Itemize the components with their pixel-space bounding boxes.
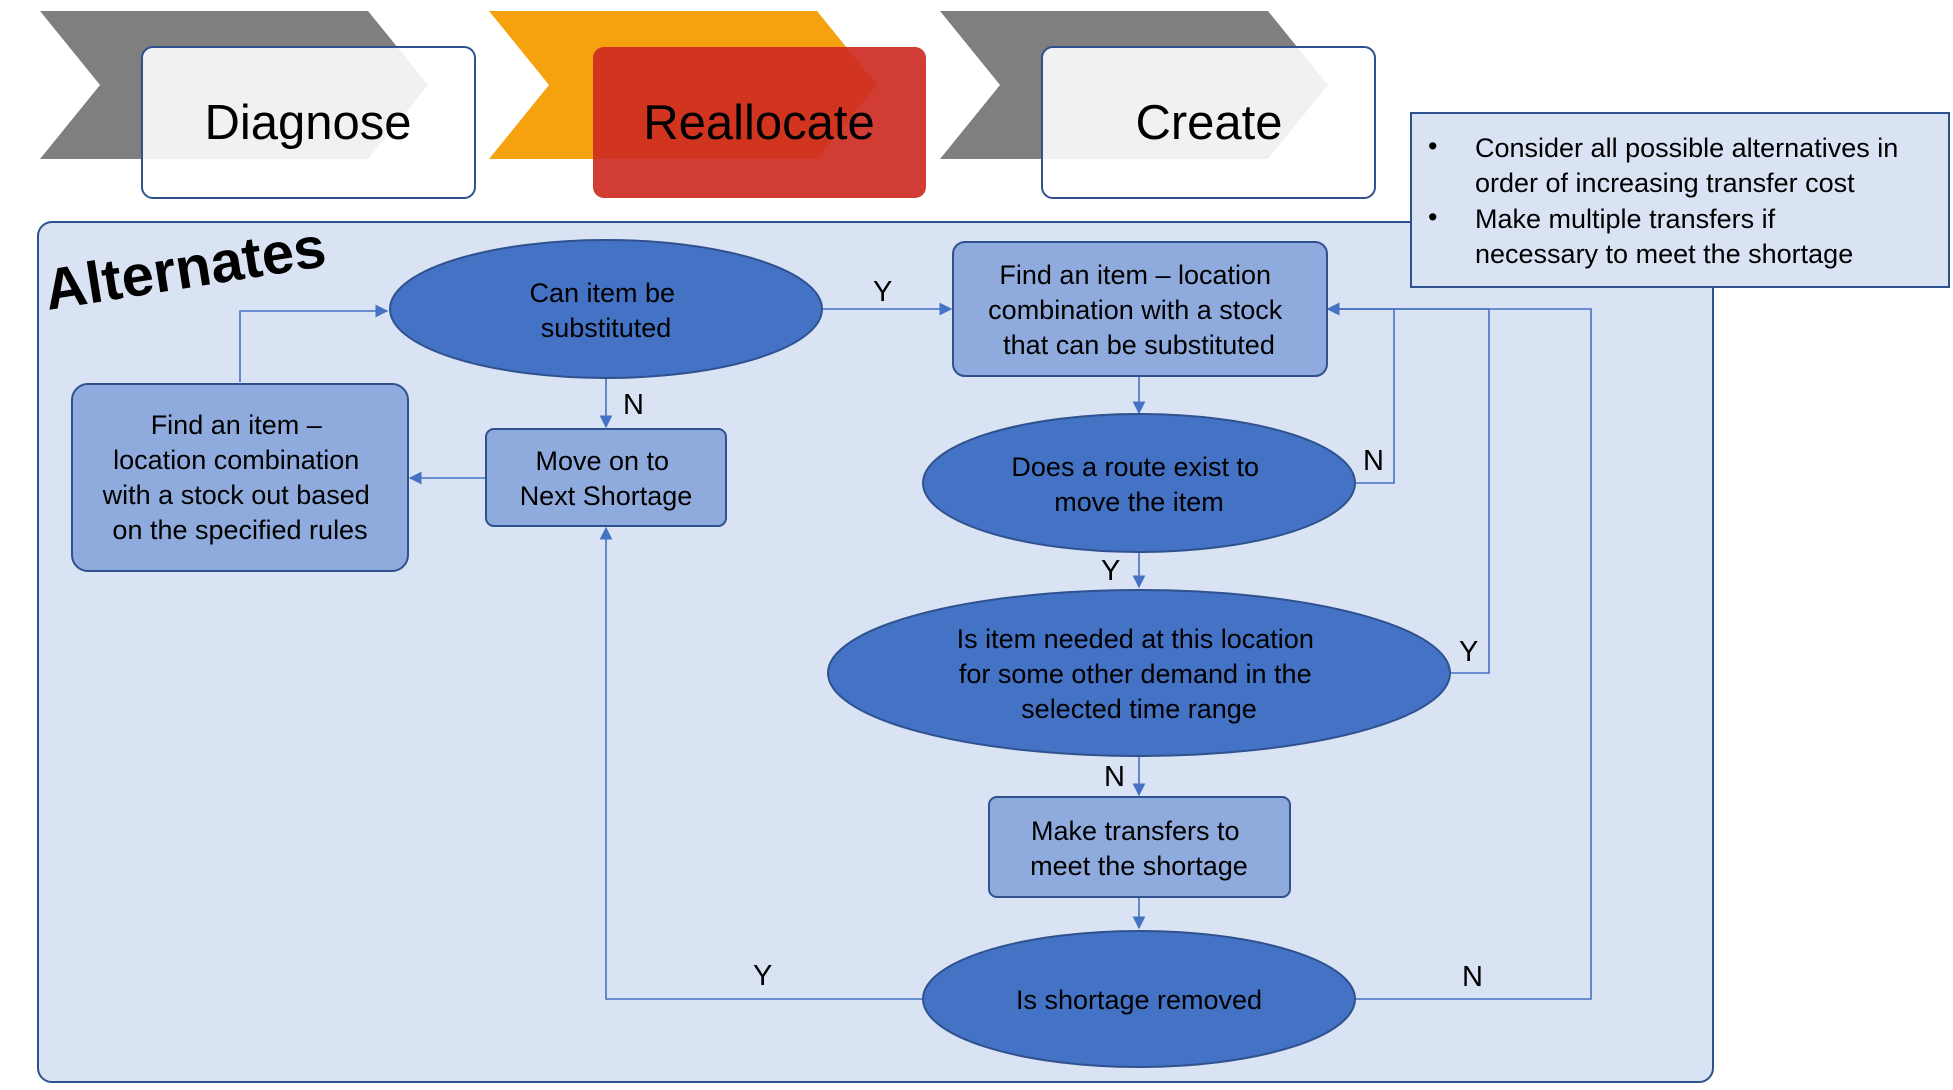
find-stock-out-line-3: with a stock out based [102,480,370,510]
edge-find-to-question [239,304,389,382]
shortage-removed-line-1: Is shortage removed [1016,985,1262,1015]
node-find-stock-out: Find an item – location combination with… [71,383,409,572]
step-box-reallocate [593,47,926,198]
next-shortage-box [485,428,727,527]
find-substitute-line-1: Find an item – location [999,260,1271,290]
label-needed-no: N [1104,761,1125,793]
item-needed-ellipse [827,589,1451,757]
label-removed-yes: Y [753,960,772,992]
route-exists-ellipse [922,413,1356,553]
next-shortage-line-2: Next Shortage [520,481,693,511]
svg-text:Find an item – location: Find an item – location combination with… [102,410,378,545]
step-create: Create [940,11,1376,199]
svg-text:Can item be substituted: Can item be substituted [529,278,682,343]
find-stock-out-line-1: Find an item – [151,410,322,440]
label-substitute-yes: Y [873,276,892,308]
node-find-substitute: Find an item – location combination with… [952,241,1328,377]
can-substitute-line-2: substituted [541,313,672,343]
svg-text:Is shortage removed: Is shortage removed [1016,985,1262,1015]
find-substitute-line-2: combination with a stock [988,295,1283,325]
svg-text:Find an item – location: Find an item – location combination with… [988,260,1290,360]
label-route-no: N [1363,445,1384,477]
label-needed-yes: Y [1459,636,1478,668]
label-removed-no: N [1462,961,1483,993]
make-transfers-line-2: meet the shortage [1030,851,1248,881]
shortage-removed-ellipse [922,930,1356,1068]
node-make-transfers: Make transfers to meet the shortage [988,796,1291,898]
connectors [239,302,1592,1000]
note-line-1b: order of increasing transfer cost [1475,168,1855,198]
svg-text:Does a route exist to mo: Does a route exist to move the item [1011,452,1266,517]
svg-text:Make transfers to meet t: Make transfers to meet the shortage [1030,816,1248,881]
find-stock-out-line-4: on the specified rules [112,515,367,545]
node-shortage-removed: Is shortage removed [922,930,1356,1068]
next-shortage-line-1: Move on to [535,446,669,476]
edge-labels: Y N N Y Y N Y N [623,276,1483,993]
edge-removed-yes [599,526,922,1000]
step-box-create [1041,46,1376,199]
node-item-needed: Is item needed at this location for some… [827,589,1451,757]
node-next-shortage: Move on to Next Shortage [485,428,727,527]
notes-box: • Consider all possible alternatives in … [1410,112,1950,288]
step-label-create: Create [1135,96,1282,150]
make-transfers-line-1: Make transfers to [1031,816,1240,846]
item-needed-line-1: Is item needed at this location [957,624,1314,654]
route-exists-line-2: move the item [1054,487,1224,517]
label-route-yes: Y [1101,555,1120,587]
label-substitute-no: N [623,389,644,421]
route-exists-line-1: Does a route exist to [1011,452,1259,482]
make-transfers-box [988,796,1291,898]
find-substitute-line-3: that can be substituted [1003,330,1275,360]
node-can-substitute: Can item be substituted [389,239,823,379]
item-needed-line-3: selected time range [1021,694,1257,724]
svg-text:Is item needed at this locatio: Is item needed at this location for some… [957,624,1322,724]
notes-box-frame [1410,112,1950,288]
step-diagnose: Diagnose [40,11,476,199]
note-bullet-2: • [1428,202,1437,232]
step-label-diagnose: Diagnose [204,96,411,150]
find-stock-out-line-2: location combination [113,445,359,475]
find-substitute-box [952,241,1328,377]
note-line-1a: Consider all possible alternatives in [1475,133,1898,163]
note-line-2b: necessary to meet the shortage [1475,239,1853,269]
step-box-diagnose [141,46,476,199]
can-substitute-ellipse [389,239,823,379]
note-line-2a: Make multiple transfers if [1475,204,1776,234]
step-reallocate: Reallocate [489,11,926,198]
svg-text:Move on to Next Shortage: Move on to Next Shortage [520,446,693,511]
item-needed-line-2: for some other demand in the [959,659,1312,689]
node-route-exists: Does a route exist to move the item [922,413,1356,553]
step-label-reallocate: Reallocate [643,96,875,150]
find-stock-out-box [71,383,409,572]
can-substitute-line-1: Can item be [529,278,675,308]
note-bullet-1: • [1428,131,1437,161]
edge-removed-no [1326,302,1592,1000]
